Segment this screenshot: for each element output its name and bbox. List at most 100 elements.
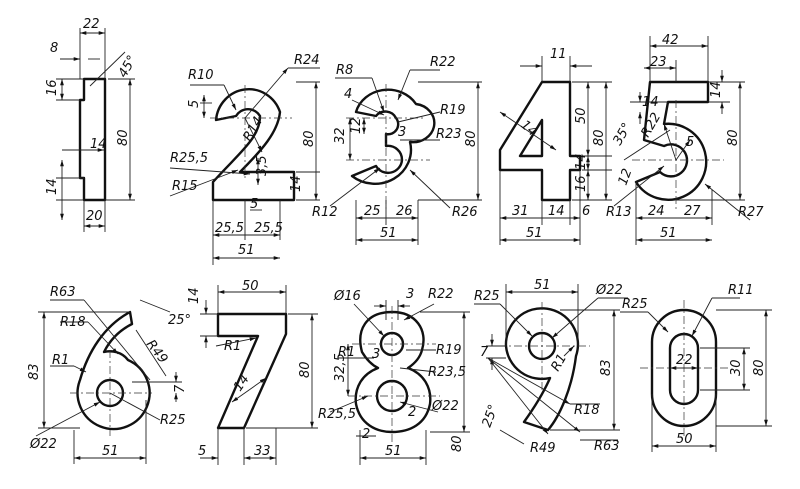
digit-0-drawing: R25 R11 22 30 80 50 [620, 283, 772, 452]
dim-label: R49 [143, 337, 171, 366]
dim-label: 14 [574, 153, 589, 170]
dim-label: 25 [364, 204, 381, 219]
digit-6-outline [76, 310, 151, 431]
dim-label: R23 [436, 127, 462, 142]
dim-label: 51 [385, 444, 402, 459]
dim-label: 12 [616, 167, 636, 188]
digit-0-hole [668, 332, 700, 406]
dim-label: 51 [102, 444, 119, 459]
dim-label: Ø22 [431, 399, 459, 414]
dim-label: R18 [574, 403, 600, 418]
dim-label: 4 [344, 87, 352, 102]
digit-8-drawing: Ø16 3 R22 R1 3 R19 32,5 R23,5 R25,5 2 Ø2… [318, 287, 470, 465]
dim-label: 42 [662, 33, 679, 48]
dim-label: 80 [592, 129, 607, 146]
digit-1-drawing: 22 8 45° 16 80 14 14 20 [45, 17, 140, 232]
dim-label: 11 [550, 47, 567, 62]
dim-label: 32,5 [333, 353, 348, 382]
dim-label: R19 [440, 103, 466, 118]
dim-label: 5 [250, 197, 258, 212]
digit-9-outline [504, 307, 580, 432]
digit-2-drawing: R10 R24 5 R14 80 R25,5 R15 3,5 14 5 25,5… [169, 53, 320, 265]
dim-label: 83 [27, 363, 42, 380]
dim-label: Ø16 [333, 289, 361, 304]
dim-label: R14 [240, 114, 266, 144]
dim-label: 25° [168, 313, 191, 328]
dim-label: 33 [254, 444, 271, 459]
dim-label: 14 [289, 175, 304, 192]
dim-label: 24 [648, 204, 665, 219]
dim-label: 22 [676, 353, 693, 368]
dim-label: 51 [660, 226, 677, 241]
dim-label: 50 [676, 432, 693, 447]
dim-label: 16 [574, 175, 589, 192]
dim-label: 14 [709, 81, 724, 98]
dim-label: R18 [60, 315, 86, 330]
dim-label: R25 [160, 413, 186, 428]
dim-label: 22 [83, 17, 100, 32]
dim-label: R27 [738, 205, 764, 220]
dim-label: 25,5 [254, 221, 283, 236]
digit-7-outline [216, 312, 288, 430]
dim-label: 6 [582, 204, 590, 219]
dim-label: R63 [594, 439, 620, 454]
dim-label: 51 [380, 226, 397, 241]
dim-label: 51 [238, 243, 255, 258]
digit-4-drawing: 11 50 14 80 14 16 31 14 6 51 [498, 47, 612, 245]
dim-label: R11 [728, 283, 754, 298]
dim-label: R49 [530, 441, 556, 456]
dim-label: R25 [622, 297, 648, 312]
dim-label: 83 [599, 359, 614, 376]
dim-label: R22 [638, 110, 664, 140]
dim-label: 35° [610, 121, 635, 148]
digit-9-hole [527, 331, 557, 361]
dim-label: R13 [606, 205, 632, 220]
dim-label: 32 [333, 127, 348, 144]
dim-label: 51 [526, 226, 543, 241]
dim-label: R25 [474, 289, 500, 304]
digit-2-outline [211, 88, 296, 202]
dim-label: R12 [312, 205, 338, 220]
digit-7-drawing: 14 50 R1 80 14 5 33 [187, 279, 318, 465]
dim-label: 5 [187, 100, 202, 108]
dim-label: R19 [436, 343, 462, 358]
dim-label: 2 [408, 405, 416, 420]
dim-label: 2 [362, 427, 370, 442]
dim-label: R1 [338, 345, 355, 360]
dim-label: 25° [480, 403, 502, 430]
dim-label: 3 [372, 347, 380, 362]
dim-label: R8 [336, 63, 353, 78]
dim-label: 12 [349, 117, 364, 134]
dim-label: 30 [729, 359, 744, 376]
dim-label: 27 [684, 204, 701, 219]
dim-label: 23 [650, 55, 667, 70]
digit-5-drawing: 42 23 14 14 35° R22 5 80 12 R13 24 27 R2… [606, 33, 764, 245]
dim-label: 50 [242, 279, 259, 294]
dim-label: R22 [428, 287, 454, 302]
digit-6-drawing: R63 R18 25° R49 83 R1 7 R25 Ø22 51 [27, 285, 191, 464]
dim-label: Ø22 [29, 437, 57, 452]
dim-label: R63 [50, 285, 76, 300]
dim-label: R22 [430, 55, 456, 70]
dim-label: R15 [172, 179, 198, 194]
dim-label: R10 [188, 68, 214, 83]
dim-label: 3 [398, 125, 406, 140]
dim-label: R25,5 [170, 151, 208, 166]
dim-label: 7 [480, 345, 489, 360]
dim-label: 7 [173, 384, 188, 393]
digit-9-drawing: R25 51 Ø22 7 R1 83 25° R18 R49 R63 [474, 278, 628, 456]
digit-3-drawing: R8 R22 4 R19 32 12 3 R23 80 R12 25 26 R2… [312, 55, 482, 245]
dim-label: 80 [450, 435, 465, 452]
dim-label: 80 [298, 361, 313, 378]
dim-label: 80 [464, 130, 479, 147]
dim-label: 50 [574, 107, 589, 124]
dim-label: 14 [187, 287, 202, 304]
dim-label: 5 [686, 135, 694, 150]
dim-label: 14 [90, 137, 107, 152]
dim-label: 8 [50, 41, 58, 56]
digit-3-outline [350, 88, 436, 186]
dim-label: R25,5 [318, 407, 356, 422]
dim-label: Ø22 [595, 283, 623, 298]
dim-label: R1 [52, 353, 69, 368]
